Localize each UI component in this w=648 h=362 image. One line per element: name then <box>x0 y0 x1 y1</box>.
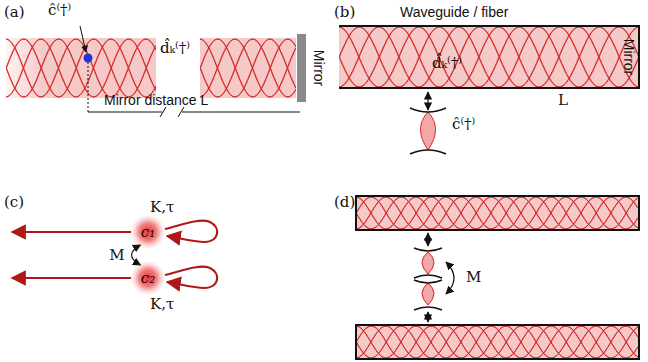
mode-wave <box>200 39 296 97</box>
mode-wave <box>356 326 638 358</box>
mode-wave <box>339 27 639 87</box>
dimension-label: L <box>558 92 568 109</box>
mode-wave <box>356 197 638 229</box>
mode-wave <box>200 39 296 97</box>
mode-wave <box>6 39 156 97</box>
mode-wave <box>200 39 296 97</box>
mode-wave <box>356 326 638 358</box>
mode-wave <box>6 39 156 97</box>
mode-wave <box>356 326 638 358</box>
cavity-mode: c₂ <box>131 261 165 295</box>
waveguide-label: Waveguide / fiber <box>400 5 508 20</box>
cavity-mode: c₁ <box>131 215 165 249</box>
operator-label: d̂ₖ⁽†⁾ <box>432 55 462 72</box>
mode-wave <box>200 39 296 97</box>
mode-wave <box>6 39 156 97</box>
mode-wave <box>339 27 639 87</box>
mode-wave <box>356 326 638 358</box>
operator-label: d̂ₖ⁽†⁾ <box>160 40 190 57</box>
panel-letter: (c) <box>4 194 24 211</box>
panel-letter: (b) <box>334 4 355 21</box>
mode-wave <box>200 39 296 97</box>
mode-wave <box>356 197 638 229</box>
operator-label: ĉ⁽†⁾ <box>48 2 71 19</box>
mode-wave <box>356 197 638 229</box>
coupling-label: M <box>108 247 125 264</box>
mode-wave <box>356 197 638 229</box>
mode-wave <box>200 39 296 97</box>
mirror-label: Mirror <box>310 50 325 87</box>
mode-wave <box>356 197 638 229</box>
mode-wave <box>6 39 156 97</box>
mode-wave <box>200 39 296 97</box>
mode-wave <box>339 27 639 87</box>
mode-name: c₁ <box>141 223 155 241</box>
dimension-label: Mirror distance L <box>104 93 208 108</box>
mirror-label: Mirror <box>620 39 635 76</box>
mode-wave <box>356 197 638 229</box>
mode-wave <box>200 39 296 97</box>
mode-wave <box>6 39 156 97</box>
mode-wave <box>356 326 638 358</box>
mode-wave <box>339 27 639 87</box>
mode-wave <box>339 27 639 87</box>
panel-letter: (a) <box>4 4 25 21</box>
mode-wave <box>6 39 156 97</box>
mode-wave <box>339 27 639 87</box>
mode-wave <box>356 326 638 358</box>
panel-letter: (d) <box>334 194 355 211</box>
mode-wave <box>356 326 638 358</box>
operator-label: ĉ⁽†⁾ <box>452 116 475 133</box>
mode-wave <box>339 27 639 87</box>
coupling-label: M <box>466 269 481 286</box>
mode-name: c₂ <box>141 269 155 287</box>
mode-wave <box>356 197 638 229</box>
coupling-label: K,τ <box>150 296 174 313</box>
mode-wave <box>356 326 638 358</box>
mode-wave <box>6 39 156 97</box>
mode-wave <box>339 27 639 87</box>
mode-wave <box>6 39 156 97</box>
coupling-label: K,τ <box>150 199 174 216</box>
mode-wave <box>356 197 638 229</box>
